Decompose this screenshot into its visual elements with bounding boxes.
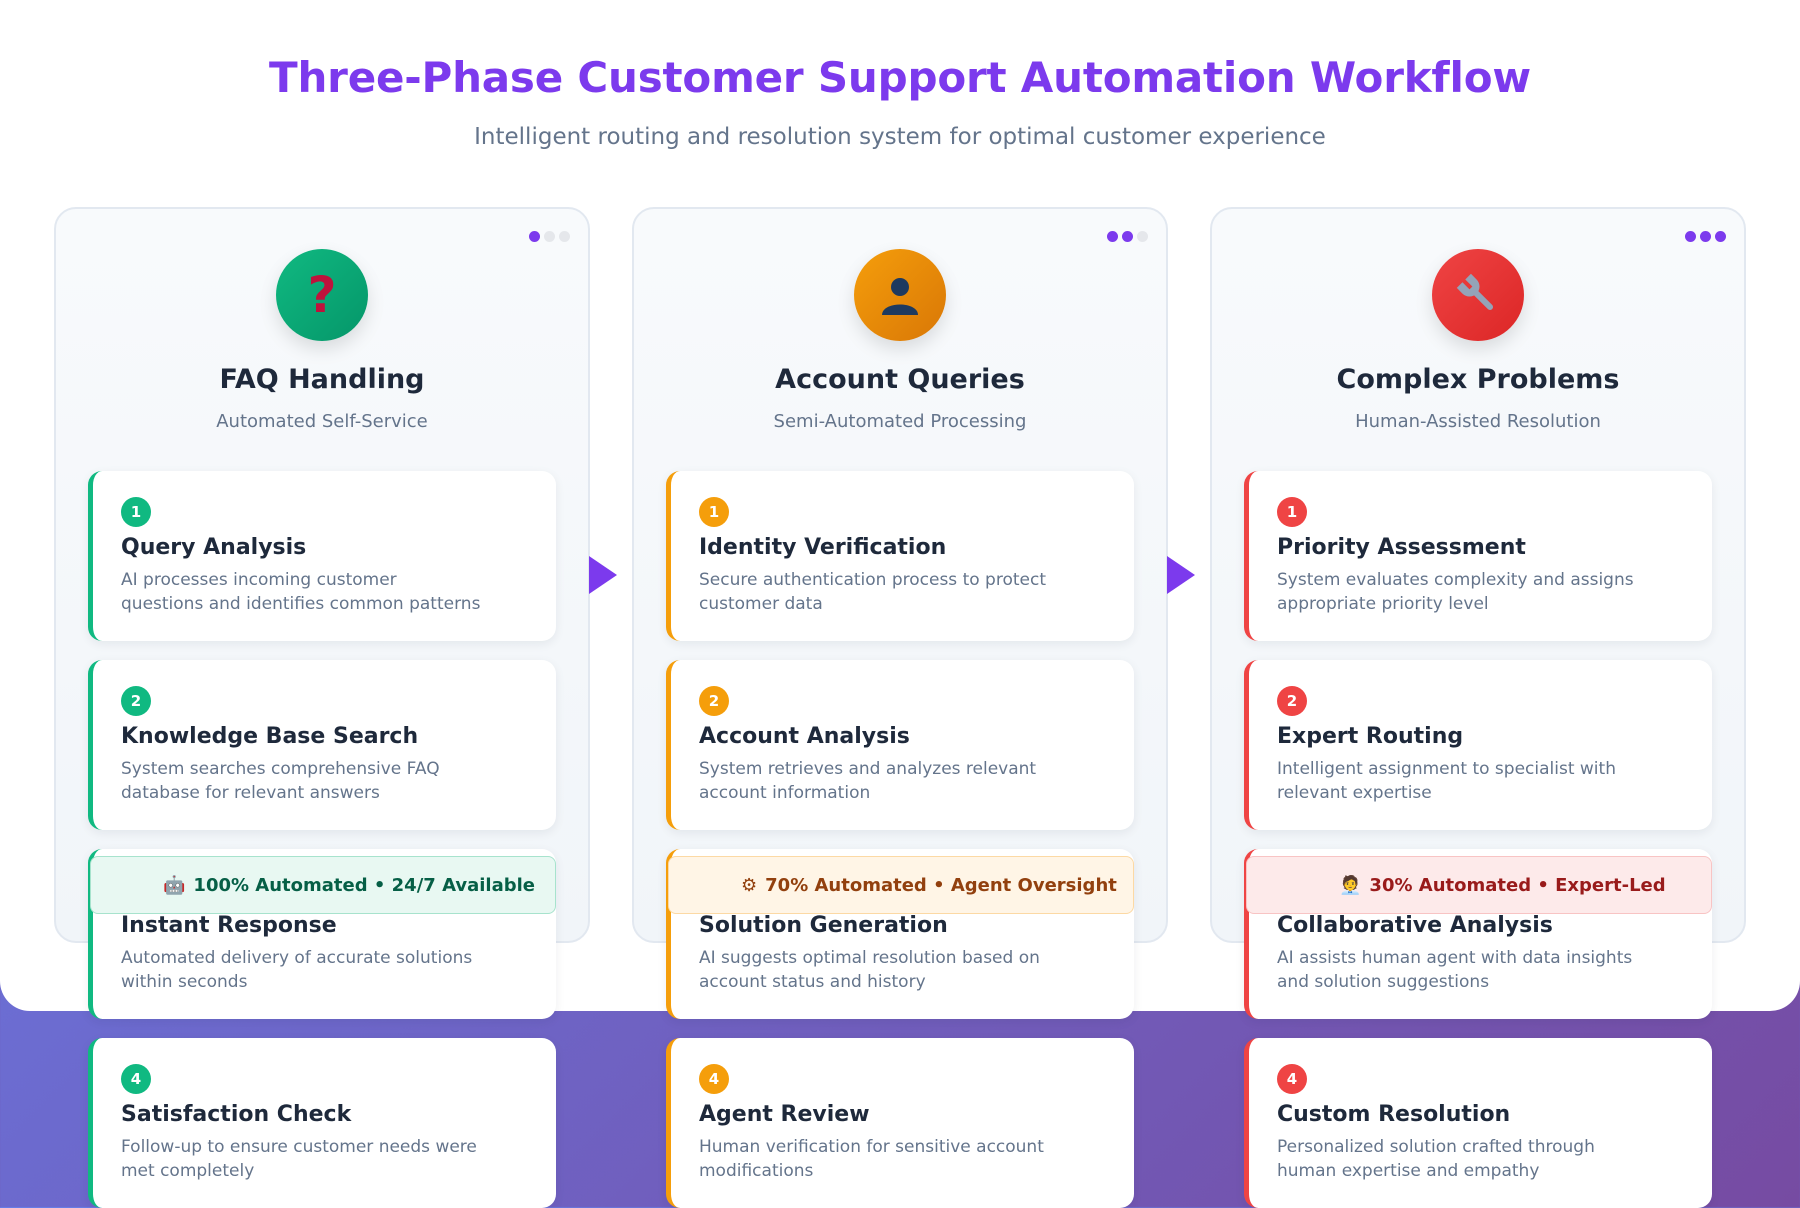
step-card-expert-routing: 2 Expert Routing Intelligent assignment … [1244, 660, 1712, 830]
progress-dots [529, 231, 570, 242]
step-description: System retrieves and analyzes relevant a… [699, 759, 1037, 803]
step-title: Solution Generation [699, 913, 948, 938]
phase-title: Complex Problems [1336, 364, 1620, 395]
step-title: Account Analysis [699, 724, 910, 749]
progress-dot [1122, 231, 1133, 242]
automation-banner-faq: 🤖 100% Automated • 24/7 Available [90, 856, 556, 914]
automation-banner-text: 100% Automated • 24/7 Available [193, 874, 535, 896]
automation-banner-text: 70% Automated • Agent Oversight [765, 874, 1117, 896]
flow-arrow-icon [589, 556, 617, 594]
step-title: Agent Review [699, 1102, 870, 1127]
step-description: System searches comprehensive FAQ databa… [121, 759, 440, 803]
flow-arrow-icon [1167, 556, 1195, 594]
wrench-shape [1456, 273, 1494, 311]
wrench-icon [1432, 249, 1524, 341]
progress-dots [1685, 231, 1726, 242]
phase-subtitle: Human-Assisted Resolution [1355, 411, 1601, 432]
gear-icon: ⚙ [741, 874, 758, 896]
step-card-account-analysis: 2 Account Analysis System retrieves and … [666, 660, 1134, 830]
step-number-badge: 1 [121, 497, 151, 527]
step-title: Identity Verification [699, 535, 947, 560]
step-description: Intelligent assignment to specialist wit… [1277, 759, 1616, 803]
step-card-custom-resolution: 4 Custom Resolution Personalized solutio… [1244, 1038, 1712, 1208]
expert-icon: 🧑‍💼 [1339, 874, 1362, 896]
phase-subtitle: Automated Self-Service [216, 411, 428, 432]
step-description: Automated delivery of accurate solutions… [121, 948, 473, 992]
progress-dot [1700, 231, 1711, 242]
step-number-badge: 2 [699, 686, 729, 716]
step-description: AI assists human agent with data insight… [1277, 948, 1633, 992]
step-description: AI suggests optimal resolution based on … [699, 948, 1040, 992]
step-title: Priority Assessment [1277, 535, 1526, 560]
step-number-badge: 1 [1277, 497, 1307, 527]
step-number-badge: 1 [699, 497, 729, 527]
step-title: Instant Response [121, 913, 337, 938]
step-title: Knowledge Base Search [121, 724, 419, 749]
step-card-priority-assessment: 1 Priority Assessment System evaluates c… [1244, 471, 1712, 641]
step-title: Satisfaction Check [121, 1102, 352, 1127]
page-title: Three-Phase Customer Support Automation … [269, 53, 1531, 102]
page-subtitle: Intelligent routing and resolution syste… [474, 124, 1326, 150]
automation-banner-complex: 🧑‍💼 30% Automated • Expert-Led [1246, 856, 1712, 914]
step-card-agent-review: 4 Agent Review Human verification for se… [666, 1038, 1134, 1208]
automation-banner-text: 30% Automated • Expert-Led [1369, 874, 1666, 896]
phase-title: Account Queries [775, 364, 1025, 395]
step-title: Query Analysis [121, 535, 307, 560]
user-silhouette [882, 278, 918, 315]
step-description: Secure authentication process to protect… [699, 570, 1046, 614]
step-description: Human verification for sensitive account… [699, 1137, 1044, 1181]
step-number-badge: 4 [1277, 1064, 1307, 1094]
user-icon [854, 249, 946, 341]
progress-dot [1715, 231, 1726, 242]
progress-dot [1685, 231, 1696, 242]
step-description: Personalized solution crafted through hu… [1277, 1137, 1595, 1181]
step-title: Collaborative Analysis [1277, 913, 1553, 938]
step-number-badge: 2 [121, 686, 151, 716]
progress-dot [1137, 231, 1148, 242]
step-number-badge: 2 [1277, 686, 1307, 716]
progress-dot [1107, 231, 1118, 242]
progress-dots [1107, 231, 1148, 242]
progress-dot [559, 231, 570, 242]
step-number-badge: 4 [121, 1064, 151, 1094]
question-mark-icon: ? [276, 249, 368, 341]
step-card-knowledge-base-search: 2 Knowledge Base Search System searches … [88, 660, 556, 830]
robot-icon: 🤖 [163, 874, 186, 896]
automation-banner-account: ⚙ 70% Automated • Agent Oversight [668, 856, 1134, 914]
step-description: System evaluates complexity and assigns … [1277, 570, 1634, 614]
step-title: Expert Routing [1277, 724, 1464, 749]
progress-dot [544, 231, 555, 242]
step-description: AI processes incoming customer questions… [121, 570, 481, 614]
progress-dot [529, 231, 540, 242]
step-card-query-analysis: 1 Query Analysis AI processes incoming c… [88, 471, 556, 641]
step-description: Follow-up to ensure customer needs were … [121, 1137, 477, 1181]
step-card-identity-verification: 1 Identity Verification Secure authentic… [666, 471, 1134, 641]
phase-title: FAQ Handling [219, 364, 425, 395]
phase-subtitle: Semi-Automated Processing [773, 411, 1027, 432]
step-number-badge: 4 [699, 1064, 729, 1094]
step-card-satisfaction-check: 4 Satisfaction Check Follow-up to ensure… [88, 1038, 556, 1208]
step-title: Custom Resolution [1277, 1102, 1511, 1127]
